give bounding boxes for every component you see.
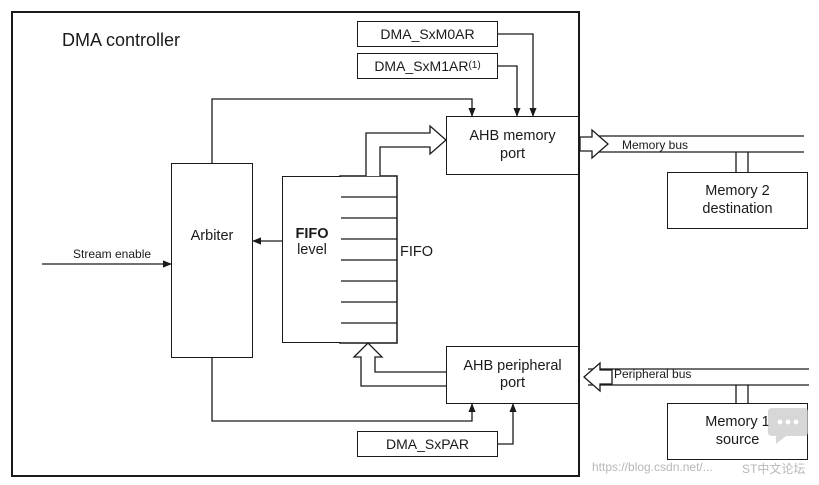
arbiter-label: Arbiter	[190, 228, 234, 244]
fifo-label: FIFO	[400, 244, 434, 260]
ahb-memory-port-line2: port	[500, 145, 525, 162]
controller-title: DMA controller	[62, 30, 181, 50]
par-to-peripheral-port-line	[498, 403, 517, 445]
ahb-memory-port-line1: AHB memory	[469, 128, 556, 145]
memory-port-to-bus-arrow	[579, 128, 609, 160]
chat-bubble-icon	[768, 408, 808, 444]
arbiter-block: Arbiter	[171, 163, 253, 358]
ahb-memory-port: AHB memory port	[446, 116, 579, 175]
memory-bus-label: Memory bus	[622, 138, 689, 152]
peripheral-bus-label: Peripheral bus	[614, 367, 692, 381]
watermark-brand: ST中文论坛	[742, 462, 806, 476]
stream-enable-label: Stream enable	[73, 247, 152, 261]
memory2-line2: destination	[702, 200, 773, 217]
register-m0ar: DMA_SxM0AR	[357, 21, 498, 47]
arbiter-to-memory-port-line	[211, 98, 476, 163]
fifo-level-sub-label: level	[297, 242, 327, 258]
bus-to-peripheral-port-arrow	[583, 361, 613, 393]
register-m0ar-label: DMA_SxM0AR	[380, 25, 475, 42]
ahb-peripheral-port-line2: port	[500, 375, 525, 391]
memory1-line1: Memory 1	[705, 414, 770, 431]
register-par: DMA_SxPAR	[357, 431, 498, 457]
controller-boundary	[11, 11, 580, 477]
m0ar-to-memory-port-line	[498, 33, 537, 117]
memory2-destination-block: Memory 2 destination	[667, 172, 808, 229]
fifo-level-text: FIFO level	[284, 226, 340, 258]
register-m1ar-label: DMA_SxM1AR	[374, 57, 469, 74]
memory2-line1: Memory 2	[705, 183, 770, 200]
fifo-to-memory-port-arrow	[365, 124, 447, 176]
peripheral-port-to-fifo-arrow	[352, 342, 446, 387]
fifo-level-block	[282, 176, 341, 343]
register-par-label: DMA_SxPAR	[386, 435, 469, 452]
ahb-peripheral-port-line1: AHB peripheral	[463, 357, 562, 374]
memory1-line2: source	[715, 431, 760, 448]
watermark-url: https://blog.csdn.net/...	[592, 460, 713, 474]
register-m1ar-note: (1)	[468, 60, 481, 71]
register-m1ar: DMA_SxM1AR(1)	[357, 53, 498, 79]
ahb-peripheral-port: AHB peripheral port	[446, 346, 579, 404]
fifo-level-bold-label: FIFO	[295, 226, 329, 242]
m1ar-to-memory-port-line	[498, 65, 521, 117]
arbiter-to-peripheral-port-line	[211, 358, 476, 422]
